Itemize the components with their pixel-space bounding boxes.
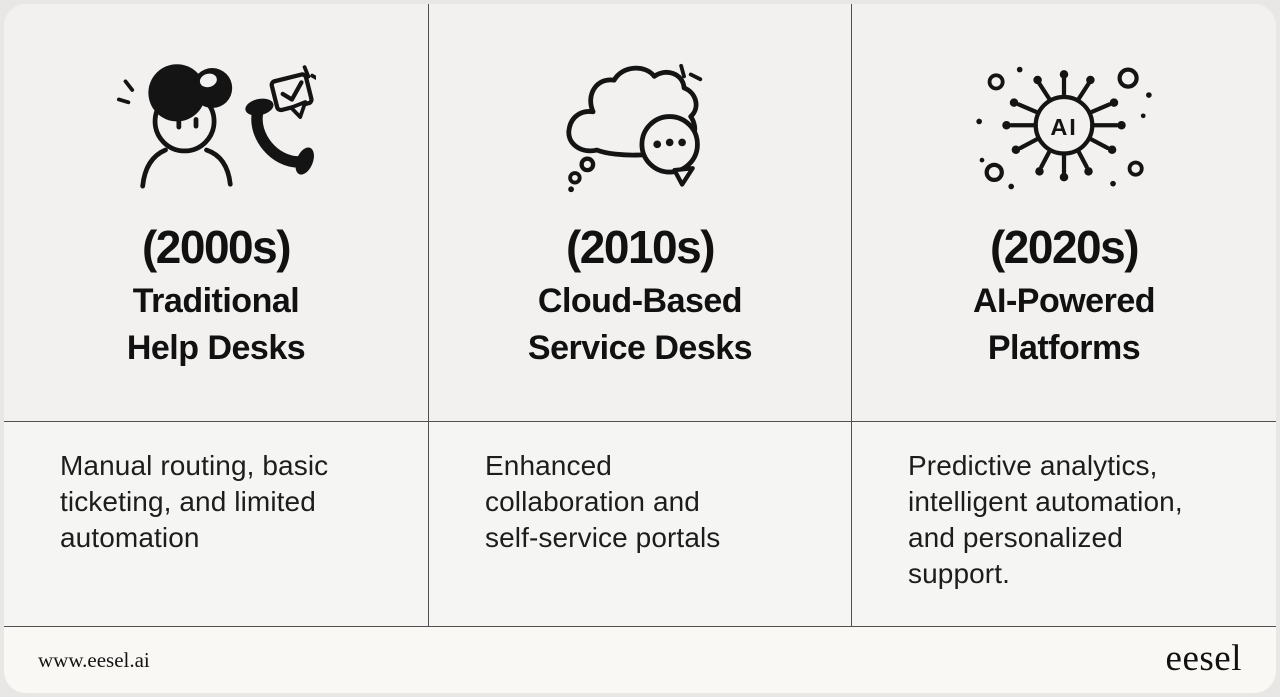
ticket-note <box>269 72 314 119</box>
decade-label: (2020s) <box>989 221 1140 273</box>
icon-box: AI <box>964 62 1164 196</box>
phone-handset <box>245 98 314 175</box>
icon-box <box>116 62 316 196</box>
ai-chip-icon: AI <box>976 66 1152 190</box>
decade-label: (2000s) <box>141 221 292 273</box>
support-agent-phone-icon <box>116 64 316 189</box>
icon-box <box>556 62 724 196</box>
ai-chip-label: AI <box>1050 114 1077 140</box>
footer-bar: www.eesel.ai eesel <box>4 627 1276 693</box>
website-url: www.eesel.ai <box>38 647 150 672</box>
decade-label: (2010s) <box>565 221 716 273</box>
cloud-chat-icon <box>566 63 703 193</box>
eesel-logo: eesel <box>1165 637 1242 679</box>
description-2020s: Predictive analytics,intelligent automat… <box>852 422 1276 627</box>
